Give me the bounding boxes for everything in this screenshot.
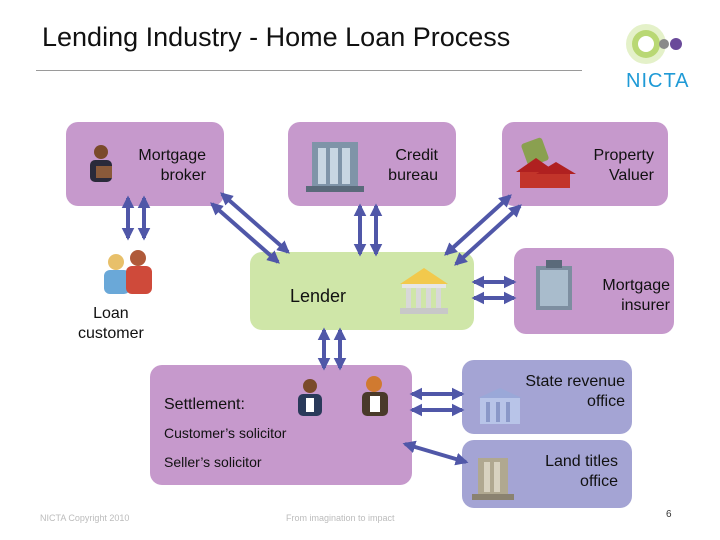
land-titles-building-icon [472, 458, 514, 500]
page-title: Lending Industry - Home Loan Process [42, 22, 511, 52]
lender-label: Lender [290, 286, 347, 306]
customer-solicitor-label: Customer’s solicitor [164, 425, 287, 441]
arrow-valuer-lender-b [454, 204, 522, 266]
insurer-building-icon [536, 260, 572, 310]
loan-customer-people-icon [104, 250, 152, 294]
seller-solicitor-person-icon [362, 376, 388, 416]
footer-copyright: NICTA Copyright 2010 [40, 513, 130, 523]
title-divider [36, 70, 582, 71]
settlement-label: Settlement: [164, 396, 245, 413]
logo-text: NICTA [626, 70, 690, 92]
footer-tagline: From imagination to impact [286, 513, 395, 523]
credit-bureau-label: Credit bureau [388, 147, 438, 184]
broker-label: Mortgage broker [138, 147, 206, 184]
state-revenue-building-icon [478, 388, 522, 424]
arrow-broker-lender-b [220, 192, 290, 254]
credit-bureau-building-icon [306, 142, 364, 192]
valuer-label: Property Valuer [593, 147, 654, 184]
customer-solicitor-person-icon [298, 379, 322, 416]
arrow-settlement-titles [402, 440, 469, 466]
page-number: 6 [666, 509, 672, 520]
nicta-dots-logo [612, 18, 702, 98]
property-valuer-icon [516, 137, 576, 188]
broker-person-icon [90, 145, 112, 182]
state-revenue-label: State revenue office [525, 373, 625, 410]
loan-customer-label: Loan customer [78, 305, 144, 342]
bank-icon [400, 268, 448, 314]
land-titles-label: Land titles office [545, 453, 618, 490]
seller-solicitor-label: Seller’s solicitor [164, 454, 262, 470]
insurer-label: Mortgage insurer [602, 277, 670, 314]
